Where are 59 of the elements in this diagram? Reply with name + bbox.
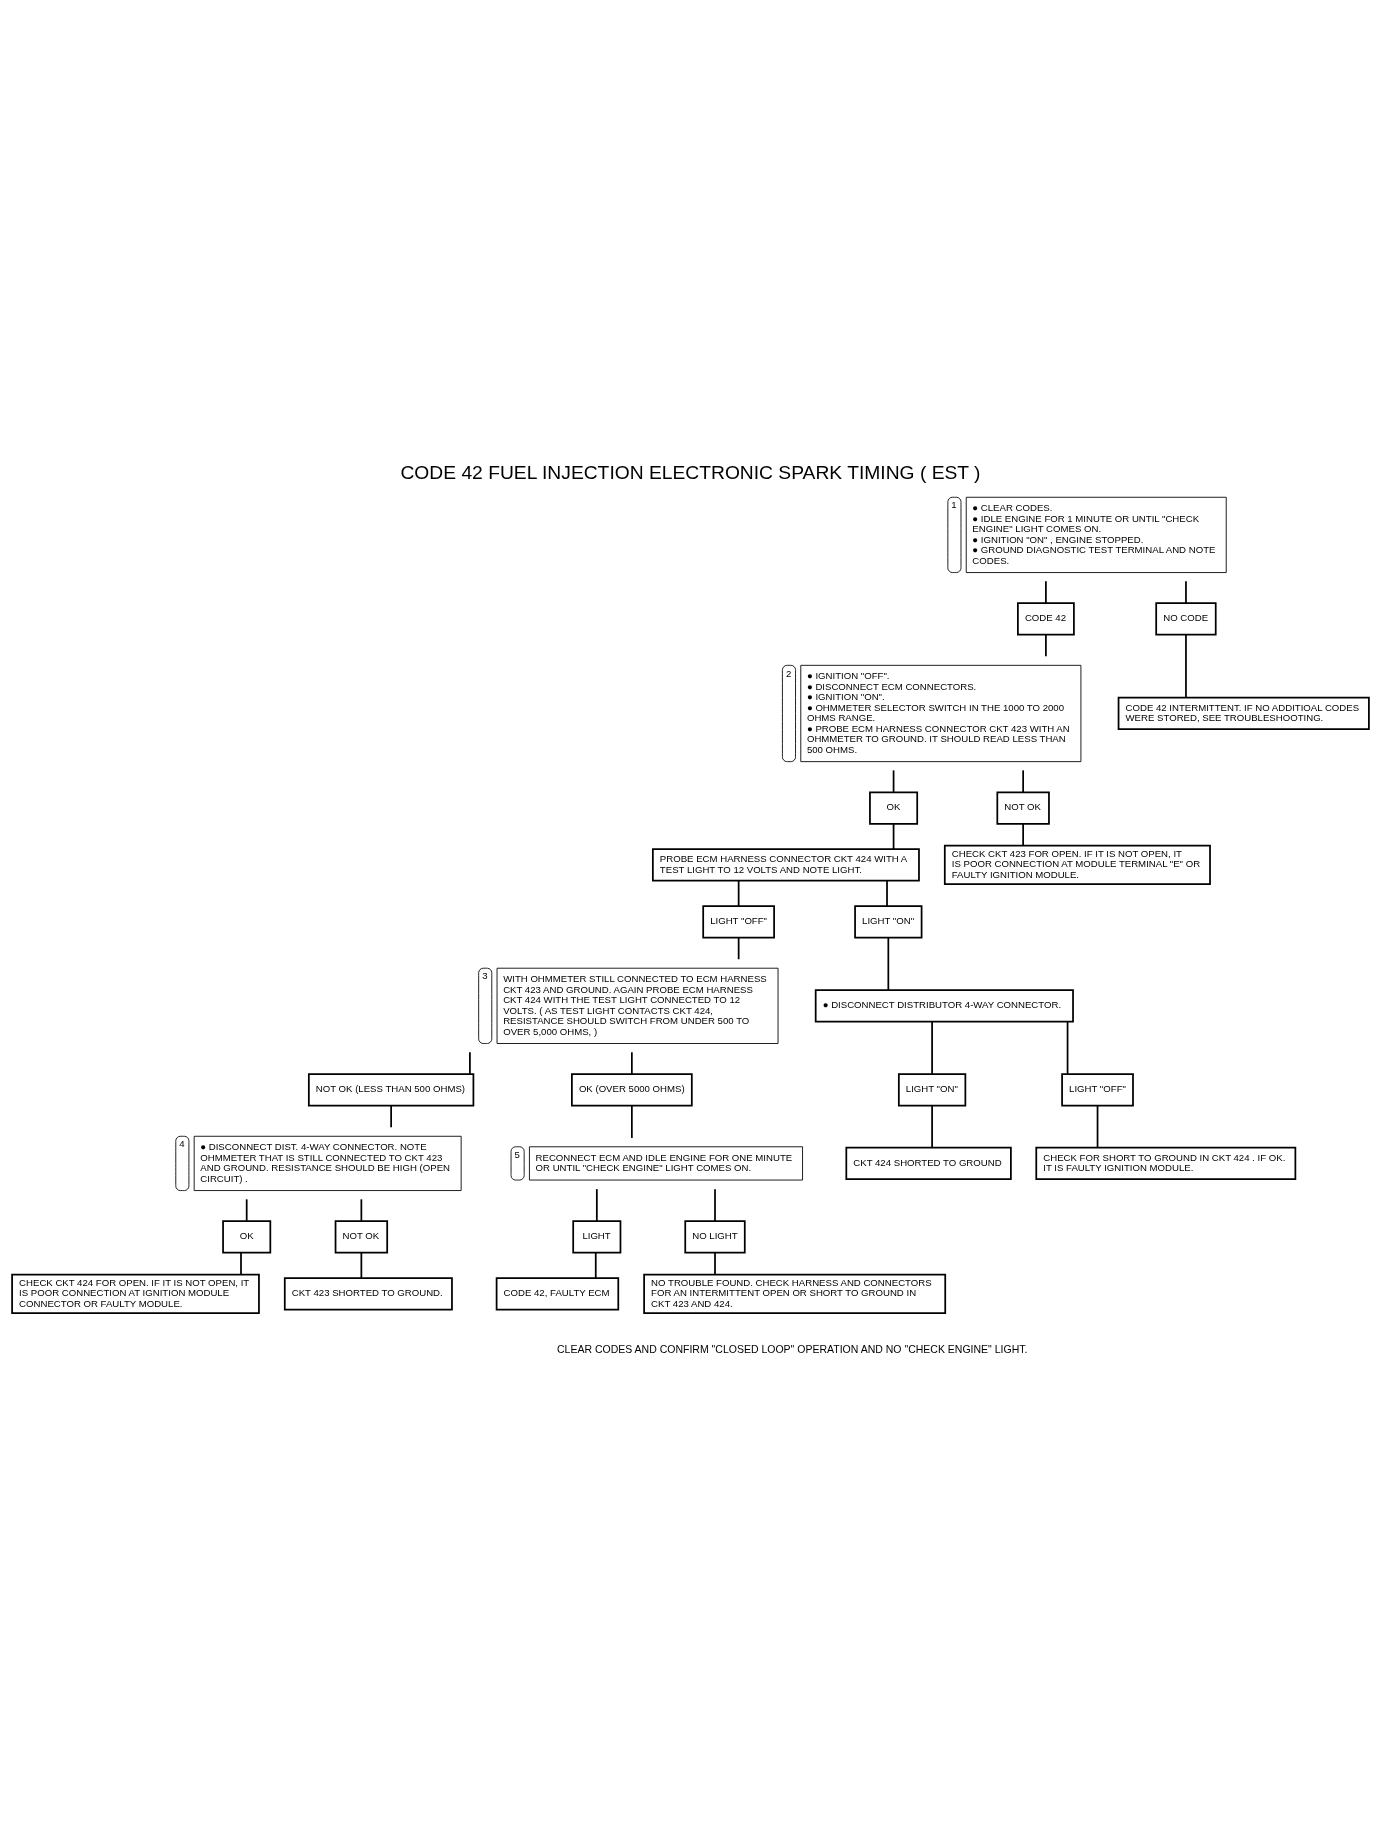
node-label: 2 — [785, 667, 792, 679]
node-box: ● DISCONNECT DISTRIBUTOR 4-WAY CONNECTOR. — [814, 988, 1074, 1022]
connector — [892, 822, 895, 850]
connector — [1022, 769, 1024, 793]
node-box: OK — [222, 1219, 272, 1254]
connector — [887, 936, 890, 991]
connector — [390, 1104, 392, 1128]
node-box: CKT 424 SHORTED TO GROUND — [845, 1146, 1012, 1180]
connector — [886, 879, 888, 907]
node-box: OK (OVER 5000 OHMS) — [571, 1072, 693, 1106]
connector — [360, 1251, 363, 1279]
node-box: CODE 42 INTERMITTENT. IF NO ADDITIOAL CODES WERE STORED, SEE TROUBLESHOOTING. — [1117, 696, 1370, 730]
node-box: CHECK FOR SHORT TO GROUND IN CKT 424 . IF OK. IT IS FAULTY IGNITION MODULE. — [1035, 1146, 1297, 1180]
node-box: LIGHT "ON" — [854, 904, 923, 938]
node-box: CKT 423 SHORTED TO GROUND. — [283, 1276, 453, 1310]
node-box: CODE 42, FAULTY ECM — [495, 1276, 620, 1310]
connector — [1045, 633, 1047, 657]
node-box: CODE 42 — [1017, 601, 1075, 636]
node-box: LIGHT "OFF" — [702, 904, 775, 938]
connector — [245, 1197, 248, 1222]
node-box: OK — [869, 790, 919, 825]
node-box: LIGHT "ON" — [897, 1072, 967, 1106]
node-box: NOT OK — [334, 1219, 389, 1254]
label: CLEAR CODES AND CONFIRM "CLOSED LOOP" OPERATION AND NO "CHECK ENGINE" LIGHT. — [557, 1342, 1028, 1355]
node-box: LIGHT "OFF" — [1061, 1072, 1134, 1106]
connector — [931, 1104, 933, 1148]
node-label: 5 — [514, 1148, 520, 1160]
connector — [1185, 579, 1187, 604]
connector — [594, 1251, 597, 1279]
connector — [714, 1187, 716, 1222]
node-box: NO CODE — [1155, 601, 1217, 636]
node-box: CHECK CKT 424 FOR OPEN. IF IT IS NOT OPEN, IT IS POOR CONNECTION AT IGNITION MODULE CONNECTOR OR FAULTY MODULE. — [11, 1273, 260, 1314]
connector — [892, 769, 895, 793]
connector — [595, 1187, 598, 1222]
node-box: NO TROUBLE FOUND. CHECK HARNESS AND CONNECTORS FOR AN INTERMITTENT OPEN OR SHORT TO GROUND IN CKT 423 AND 424. — [643, 1273, 947, 1314]
node-box: CHECK CKT 423 FOR OPEN. IF IT IS NOT OPEN, IT IS POOR CONNECTION AT MODULE TERMINAL "E" OR FAULTY IGNITION MODULE. — [943, 844, 1211, 885]
connector — [931, 1020, 933, 1075]
node-label: 4 — [179, 1137, 185, 1149]
node-box: NOT OK — [996, 790, 1050, 825]
connector — [360, 1197, 363, 1222]
connector — [1066, 1020, 1069, 1075]
node-box: PROBE ECM HARNESS CONNECTOR CKT 424 WITH A TEST LIGHT TO 12 VOLTS AND NOTE LIGHT. — [652, 847, 920, 882]
diagram-title: CODE 42 FUEL INJECTION ELECTRONIC SPARK TIMING ( EST ) — [400, 461, 981, 483]
node-box: NOT OK (LESS THAN 500 OHMS) — [307, 1072, 475, 1106]
node-label: 1 — [951, 498, 957, 510]
connector — [630, 1104, 633, 1139]
node-box: LIGHT — [572, 1219, 622, 1254]
connector — [1096, 1104, 1099, 1148]
connector — [1045, 579, 1047, 604]
connector — [1185, 633, 1187, 699]
connector — [469, 1050, 471, 1075]
connector — [240, 1251, 242, 1275]
connector — [737, 879, 740, 907]
node-label: 3 — [482, 969, 488, 981]
node-box: NO LIGHT — [684, 1219, 746, 1254]
connector — [630, 1050, 633, 1075]
connector — [737, 936, 740, 960]
connector — [714, 1251, 716, 1275]
connector — [1022, 822, 1024, 846]
